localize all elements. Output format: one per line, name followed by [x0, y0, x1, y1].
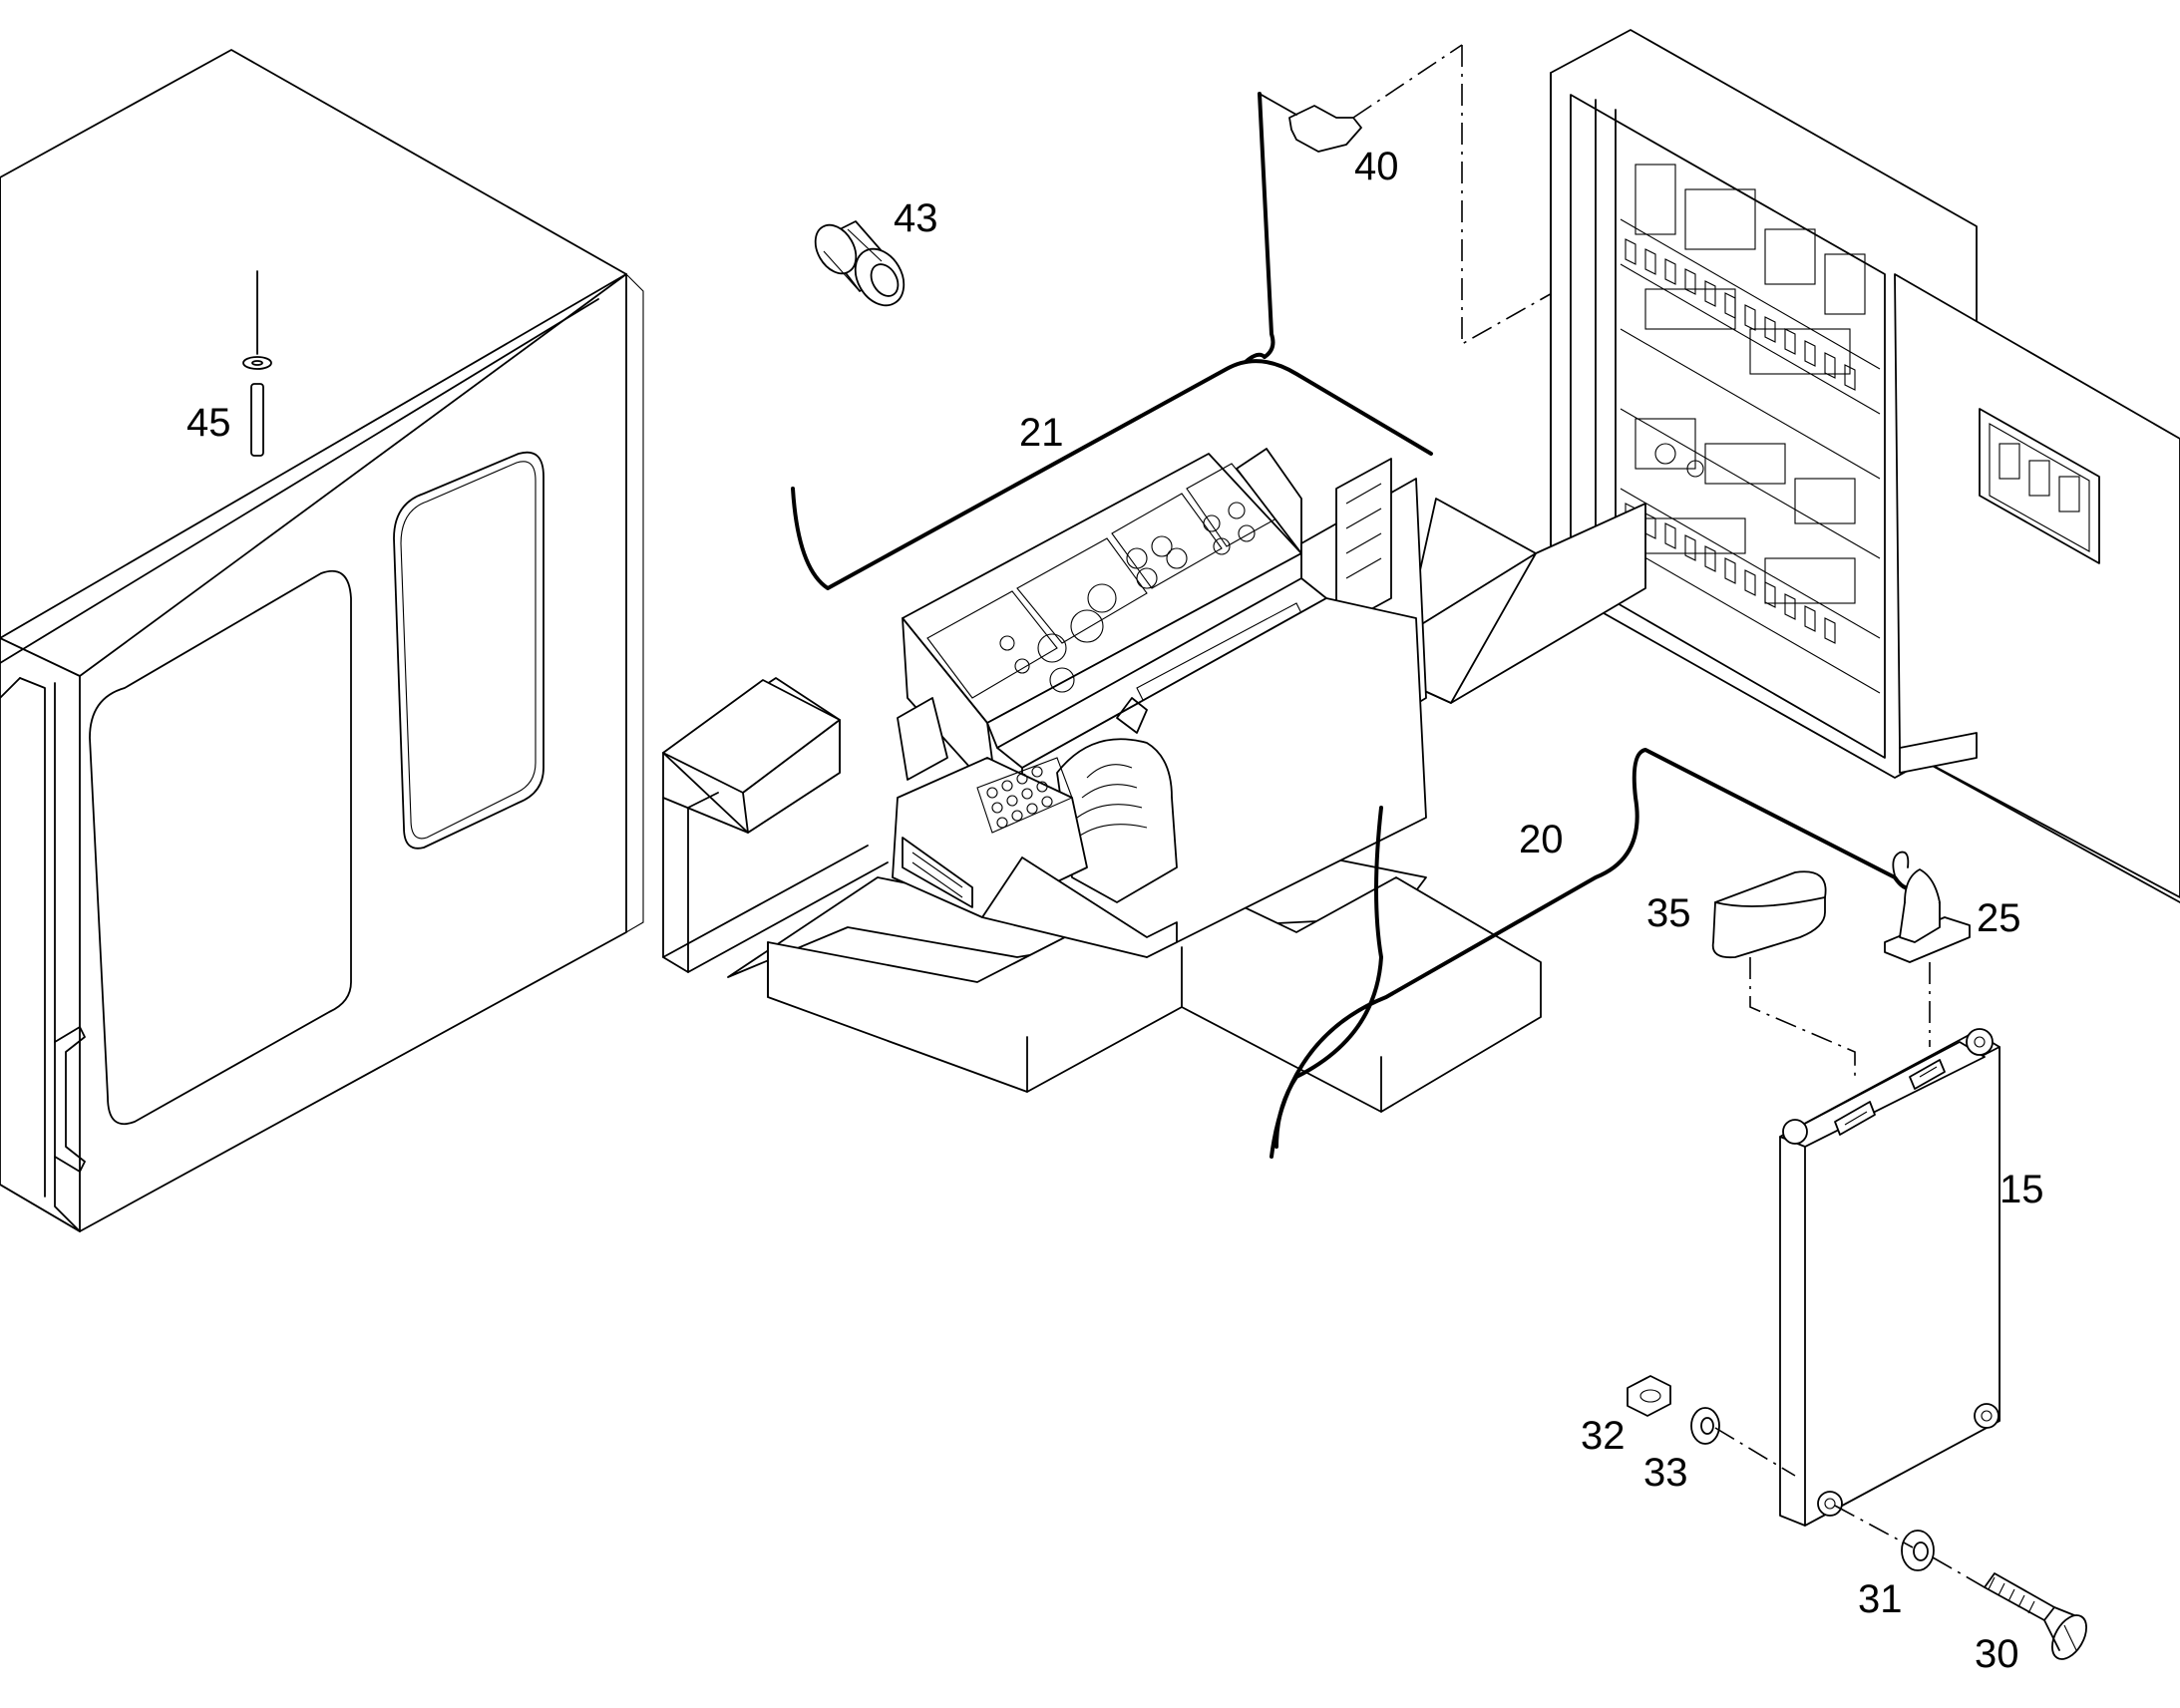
part-45-rod	[242, 270, 272, 457]
part-15-control-box	[1779, 1028, 2000, 1527]
callout-33: 33	[1643, 1451, 1688, 1495]
part-20-cable	[1270, 748, 1917, 1159]
callout-21: 21	[1019, 411, 1064, 455]
callout-35: 35	[1646, 891, 1691, 935]
part-35-cover	[1711, 870, 1856, 1077]
electrical-cabinet	[1550, 29, 2180, 903]
callout-15: 15	[1999, 1168, 2044, 1211]
fastener-set	[1627, 1375, 2087, 1660]
callout-30: 30	[1975, 1632, 2019, 1676]
callout-40: 40	[1354, 145, 1399, 188]
callout-labels: 45 43 40 21 20 35 25 15 32 33 31 30	[186, 145, 2044, 1676]
operator-console	[662, 448, 1427, 958]
callout-32: 32	[1581, 1414, 1626, 1458]
callout-45: 45	[186, 401, 231, 445]
callout-43: 43	[894, 196, 938, 240]
part-43-cable-gland	[814, 220, 906, 307]
part-21-harness	[791, 352, 1433, 590]
cab-enclosure	[0, 49, 644, 1232]
callout-25: 25	[1977, 896, 2021, 940]
callout-20: 20	[1519, 818, 1564, 861]
callout-31: 31	[1858, 1577, 1903, 1621]
part-40-sensor	[1258, 44, 1587, 359]
part-25-connector	[1884, 868, 1971, 1047]
